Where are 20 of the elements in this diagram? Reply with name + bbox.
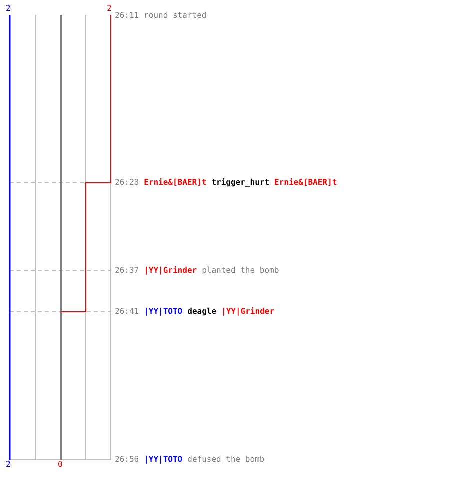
timestamp: 26:28 [115,178,140,188]
score-number: 2 [6,460,11,470]
timestamp: 26:41 [115,307,140,317]
weapon-text: deagle [188,307,217,317]
event-text: defused the bomb [188,455,265,465]
score-number: 2 [6,4,11,14]
cause-text: trigger_hurt [212,178,270,188]
score-number: 0 [58,460,63,470]
event-text: planted the bomb [202,266,280,276]
player-name: Ernie&[BAER]t [274,178,338,188]
player-name: |YY|Grinder [144,266,198,276]
player-name: |YY|TOTO [144,307,183,317]
event-text: round started [144,11,207,21]
player-name: |YY|Grinder [222,307,275,317]
timestamp: 26:37 [115,266,140,276]
player-name: Ernie&[BAER]t [144,178,207,188]
player-name: |YY|TOTO [144,455,183,465]
score-number: 2 [107,4,112,14]
timestamp: 26:11 [115,11,140,21]
timestamp: 26:56 [115,455,140,465]
